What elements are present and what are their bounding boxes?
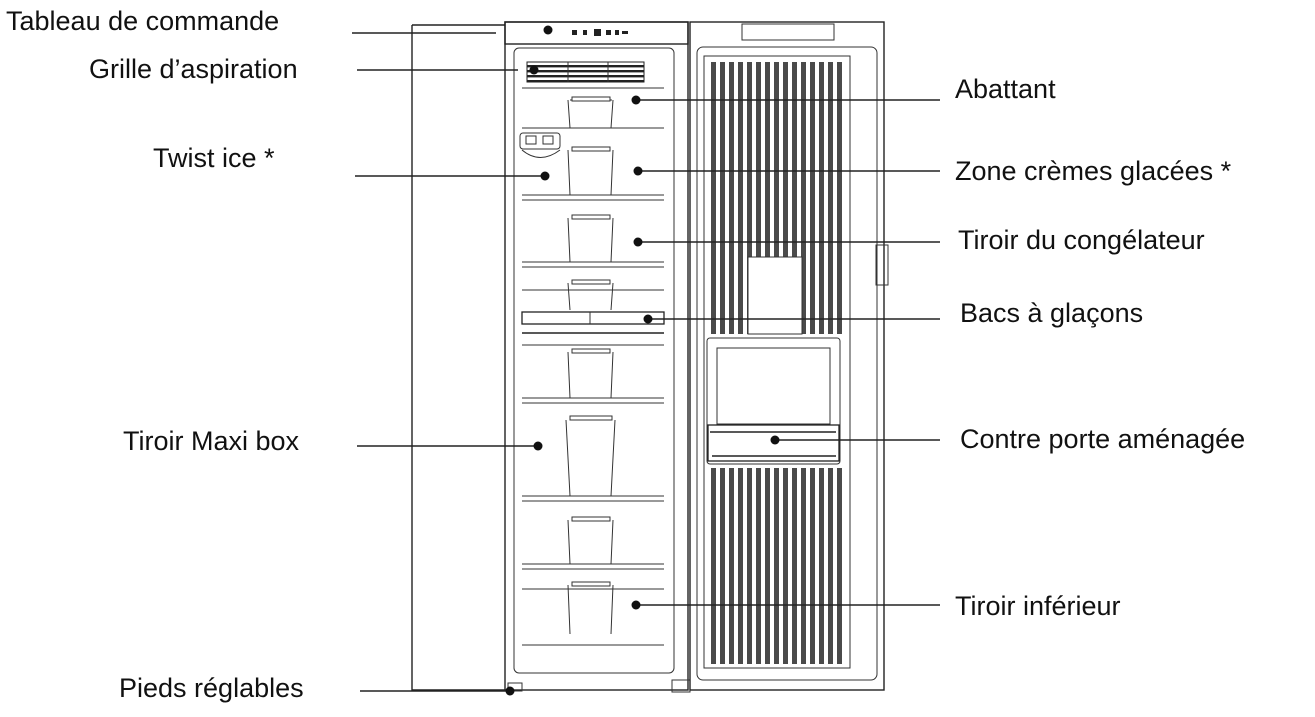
leader-lines (352, 25, 940, 696)
label-flap: Abattant (955, 74, 1056, 104)
open-side-door (411, 24, 505, 691)
label-ice-cream-zone: Zone crèmes glacées * (955, 156, 1232, 186)
intake-grille-shape (526, 61, 645, 83)
lower-door-ribs (710, 468, 844, 664)
label-freezer-drawer: Tiroir du congélateur (958, 225, 1205, 255)
open-door-inner (689, 21, 889, 691)
freezer-cabinet (504, 21, 691, 693)
label-bottom-drawer: Tiroir inférieur (955, 591, 1121, 621)
label-door-shelves: Contre porte aménagée (960, 424, 1246, 454)
label-ice-cube-trays: Bacs à glaçons (960, 298, 1144, 328)
control-panel-buttons (572, 29, 628, 36)
label-maxi-box-drawer: Tiroir Maxi box (123, 426, 300, 456)
label-twist-ice: Twist ice * (153, 143, 275, 173)
ice-tray-shelf (521, 311, 665, 325)
label-intake-grille: Grille d’aspiration (89, 54, 298, 84)
twist-ice-unit (519, 132, 561, 158)
drawer-dividers (522, 87, 664, 646)
drawer-handles (565, 96, 616, 635)
label-adjustable-feet: Pieds réglables (119, 673, 304, 703)
label-control-panel: Tableau de commande (6, 6, 280, 36)
